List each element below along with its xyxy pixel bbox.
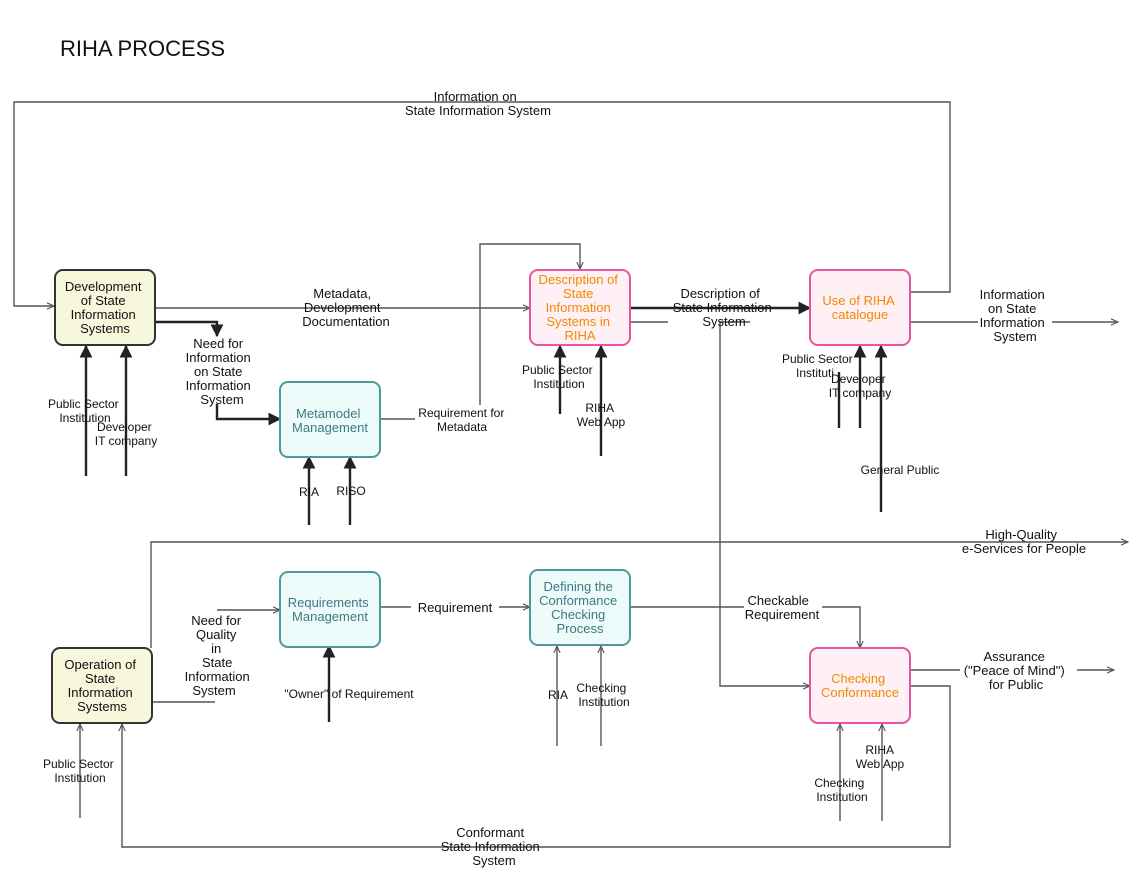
connector-req-metadata	[380, 243, 580, 420]
svg-text:Description of State: Description of State Information Systems…	[538, 272, 621, 343]
label-pub-sector-op: Public Sector Institution	[43, 757, 117, 785]
connector-need-quality	[151, 610, 280, 703]
box-development[interactable]: Development of State Information Systems	[54, 269, 156, 346]
label-owner-req: "Owner" of Requirement	[284, 687, 414, 701]
box-description[interactable]: Description of State Information Systems…	[529, 269, 631, 346]
label-developer-use: Developer IT company	[829, 372, 891, 400]
label-pub-sector-use: Public Sector Instituti	[782, 352, 856, 380]
svg-text:Requirements Management: Requirements Management	[288, 595, 373, 624]
label-checking-inst-check: Checking Institution	[814, 776, 867, 804]
svg-text:Development of State: Development of State Information Systems	[65, 279, 145, 336]
label-checking-inst-def: Checking Institution	[576, 681, 629, 709]
svg-text:Operation of State: Operation of State Information Systems	[64, 657, 139, 714]
connector-checkable	[630, 606, 860, 648]
label-riha-web-desc: RIHA Web App	[577, 401, 626, 429]
label-need-quality: Need for Quality in State Information Sy…	[185, 613, 254, 698]
label-req-metadata: Requirement for Metadata	[418, 406, 507, 434]
connector-high-quality	[150, 542, 1128, 648]
label-assurance: Assurance ("Peace of Mind") for Public	[964, 649, 1069, 692]
box-metamodel[interactable]: Metamodel Management	[279, 381, 381, 458]
connector-info-feedback	[13, 101, 951, 306]
label-info-state-out: Information on State Information System	[980, 287, 1049, 344]
label-high-quality: High-Quality e-Services for People	[962, 527, 1086, 556]
label-metadata-dev: Metadata, Development Documentation	[302, 286, 389, 329]
label-checkable: Checkable Requirement	[745, 593, 820, 622]
label-riso: RISO	[336, 484, 365, 498]
label-desc-state: Description of State Information System	[673, 286, 776, 329]
label-general-public: General Public	[861, 463, 940, 477]
connector-conformant	[122, 685, 951, 848]
label-ria-meta: RIA	[299, 485, 319, 499]
label-info-top: Information on State Information System	[405, 89, 551, 118]
box-operation[interactable]: Operation of State Information Systems	[51, 647, 153, 724]
box-checking[interactable]: Checking Conformance	[809, 647, 911, 724]
label-conformant: Conformant State Information System	[441, 825, 544, 868]
connector-need-info-2	[215, 404, 282, 426]
connector-need-info	[155, 320, 224, 338]
box-requirements[interactable]: Requirements Management	[279, 571, 381, 648]
box-use-catalogue[interactable]: Use of RIHA catalogue	[809, 269, 911, 346]
label-need-info: Need for Information on State Informatio…	[186, 336, 255, 407]
box-defining[interactable]: Defining the Conformance Checking Proces…	[529, 569, 631, 646]
page-title: RIHA PROCESS	[60, 36, 225, 61]
svg-text:Use of RIHA catalogue: Use of RIHA catalogue	[822, 293, 897, 322]
label-developer-dev: Developer IT company	[95, 420, 157, 448]
label-requirement: Requirement	[418, 600, 493, 615]
svg-text:Metamodel Management: Metamodel Management	[292, 406, 368, 435]
svg-text:Defining the Conformance: Defining the Conformance Checking Proces…	[539, 579, 621, 636]
connector-desc-branch	[630, 321, 810, 686]
label-riha-web-check: RIHA Web App	[856, 743, 905, 771]
label-ria-def: RIA	[548, 688, 568, 702]
svg-text:Checking Conformance: Checking Conformance	[821, 671, 899, 700]
label-pub-sector-dev: Public Sector Institution	[48, 397, 122, 425]
label-pub-sector-desc: Public Sector Institution	[522, 363, 596, 391]
